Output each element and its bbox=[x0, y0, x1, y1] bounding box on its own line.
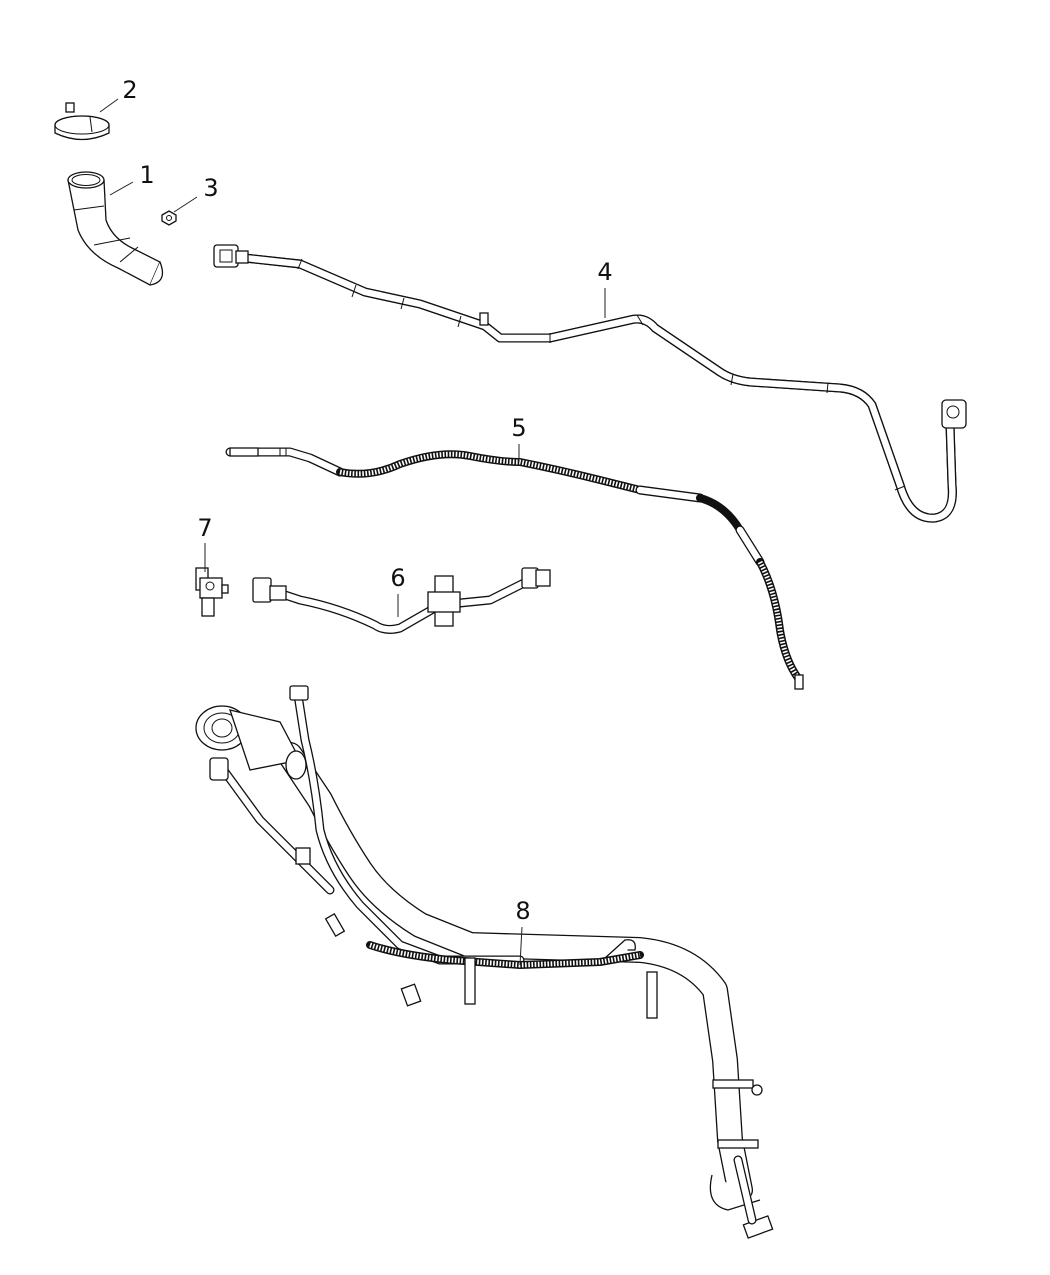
callout-3: 3 bbox=[203, 174, 219, 202]
leader-8 bbox=[519, 926, 523, 966]
part-3-nut-icon bbox=[161, 210, 177, 226]
callout-4: 4 bbox=[597, 258, 613, 286]
callout-7: 7 bbox=[197, 514, 213, 542]
part-1-elbow-hose-icon bbox=[67, 171, 164, 286]
part-4-vapor-line-icon bbox=[213, 244, 967, 518]
part-7-valve-icon bbox=[195, 567, 229, 617]
part-2-clamp-icon bbox=[54, 102, 110, 141]
part-6-fuel-line-icon bbox=[252, 567, 551, 634]
callout-1: 1 bbox=[139, 161, 155, 189]
leader-3 bbox=[173, 196, 198, 213]
leader-1 bbox=[109, 181, 134, 196]
callout-2: 2 bbox=[122, 76, 138, 104]
leader-2 bbox=[99, 98, 119, 113]
callout-5: 5 bbox=[511, 414, 527, 442]
callout-6: 6 bbox=[390, 564, 406, 592]
callout-8: 8 bbox=[515, 897, 531, 925]
part-8-filler-tube-icon bbox=[195, 685, 774, 1239]
part-5-corrugated-line-icon bbox=[225, 447, 804, 690]
